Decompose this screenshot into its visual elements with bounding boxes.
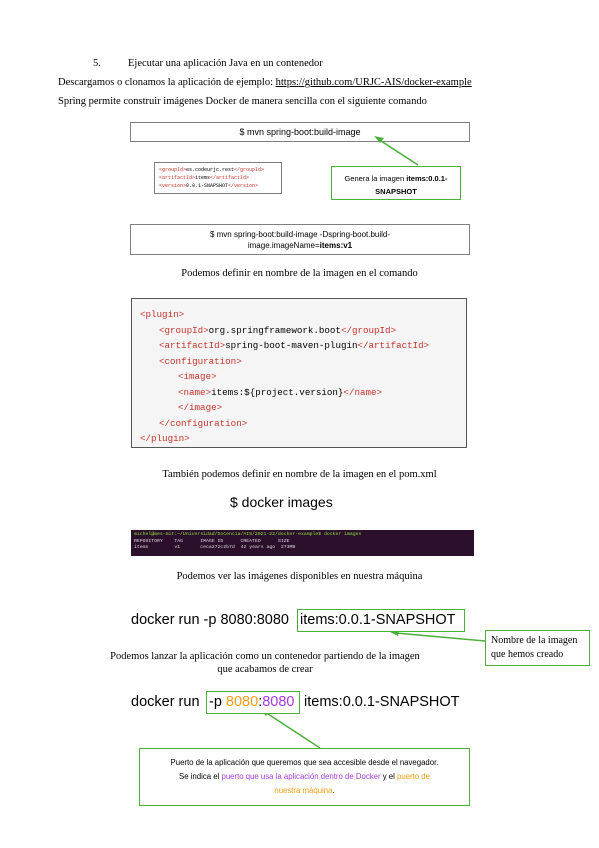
image-name-highlight: items:0.0.1-SNAPSHOT	[297, 609, 465, 632]
port-mapping-highlight: -p 8080:8080	[206, 691, 300, 714]
figure1-caption: Podemos definir en nombre de la imagen e…	[181, 268, 418, 279]
snippet-line-groupid: <groupId>es.codeurjc.rest</groupId>	[159, 167, 265, 173]
clone-text: Descargamos o clonamos la aplicación de …	[58, 77, 276, 88]
code-line: <configuration>	[159, 355, 242, 367]
snippet-line-artifactid: <artifactId>items</artifactId>	[159, 175, 250, 181]
port-callout: Puerto de la aplicación que queremos que…	[139, 748, 470, 806]
terminal-output: michel@mes-mit:~/Universidad/Docencia/AI…	[131, 530, 474, 556]
terminal-row: items v1 ceca272c2b7d 42 years ago 273MB	[134, 545, 296, 550]
pom-snippet: <groupId>es.codeurjc.rest</groupId> <art…	[154, 162, 282, 194]
terminal-header: REPOSITORY TAG IMAGE ID CREATED SIZE	[134, 538, 290, 544]
docker-run-image-name: items:0.0.1-SNAPSHOT	[300, 694, 460, 710]
pom-plugin-code: <plugin> <groupId>org.springframework.boo…	[131, 298, 467, 448]
docker-run-port-command: docker run	[131, 694, 204, 710]
build-image-named-command: $ mvn spring-boot:build-image -Dspring-b…	[130, 224, 470, 255]
build-image-callout: Genera la imagen items:0.0.1-SNAPSHOT	[331, 166, 461, 200]
code-lines: <plugin> <groupId>org.springframework.boo…	[140, 307, 458, 447]
terminal-prompt: michel@mes-mit:~/Universidad/Docencia/AI…	[134, 532, 362, 537]
code-line: <artifactId>spring-boot-maven-plugin</ar…	[159, 340, 430, 351]
build-image-command: $ mvn spring-boot:build-image	[130, 122, 470, 142]
image-name-callout: Nombre de la imagen que hemos creado	[485, 630, 590, 666]
host-port: 8080	[225, 694, 259, 710]
spring-paragraph: Spring permite construir imágenes Docker…	[58, 96, 427, 107]
code-line: <image>	[178, 371, 217, 382]
code-line: <name>items:${project.version}</name>	[178, 386, 383, 398]
code-line: </configuration>	[159, 417, 248, 429]
container-port: 8080	[262, 694, 295, 710]
section-title: Ejecutar una aplicación Java en un conte…	[128, 58, 323, 69]
figure2-caption: También podemos definir en nombre de la …	[162, 469, 437, 480]
code-line: </plugin>	[140, 433, 190, 444]
figure4-caption: Podemos lanzar la aplicación como un con…	[110, 651, 420, 675]
code-line: </image>	[178, 402, 223, 413]
docker-run-command: docker run -p 8080:8080	[131, 612, 294, 628]
clone-paragraph: Descargamos o clonamos la aplicación de …	[58, 77, 472, 88]
figure3-caption: Podemos ver las imágenes disponibles en …	[176, 571, 423, 582]
code-line: <plugin>	[140, 309, 185, 320]
section-number: 5.	[93, 58, 101, 69]
code-line: <groupId>org.springframework.boot</group…	[159, 324, 397, 336]
snippet-line-version: <version>0.0.1-SNAPSHOT</version>	[159, 183, 259, 189]
docker-images-command: $ docker images	[230, 494, 333, 510]
repo-link[interactable]: https://github.com/URJC-AIS/docker-examp…	[275, 77, 472, 88]
